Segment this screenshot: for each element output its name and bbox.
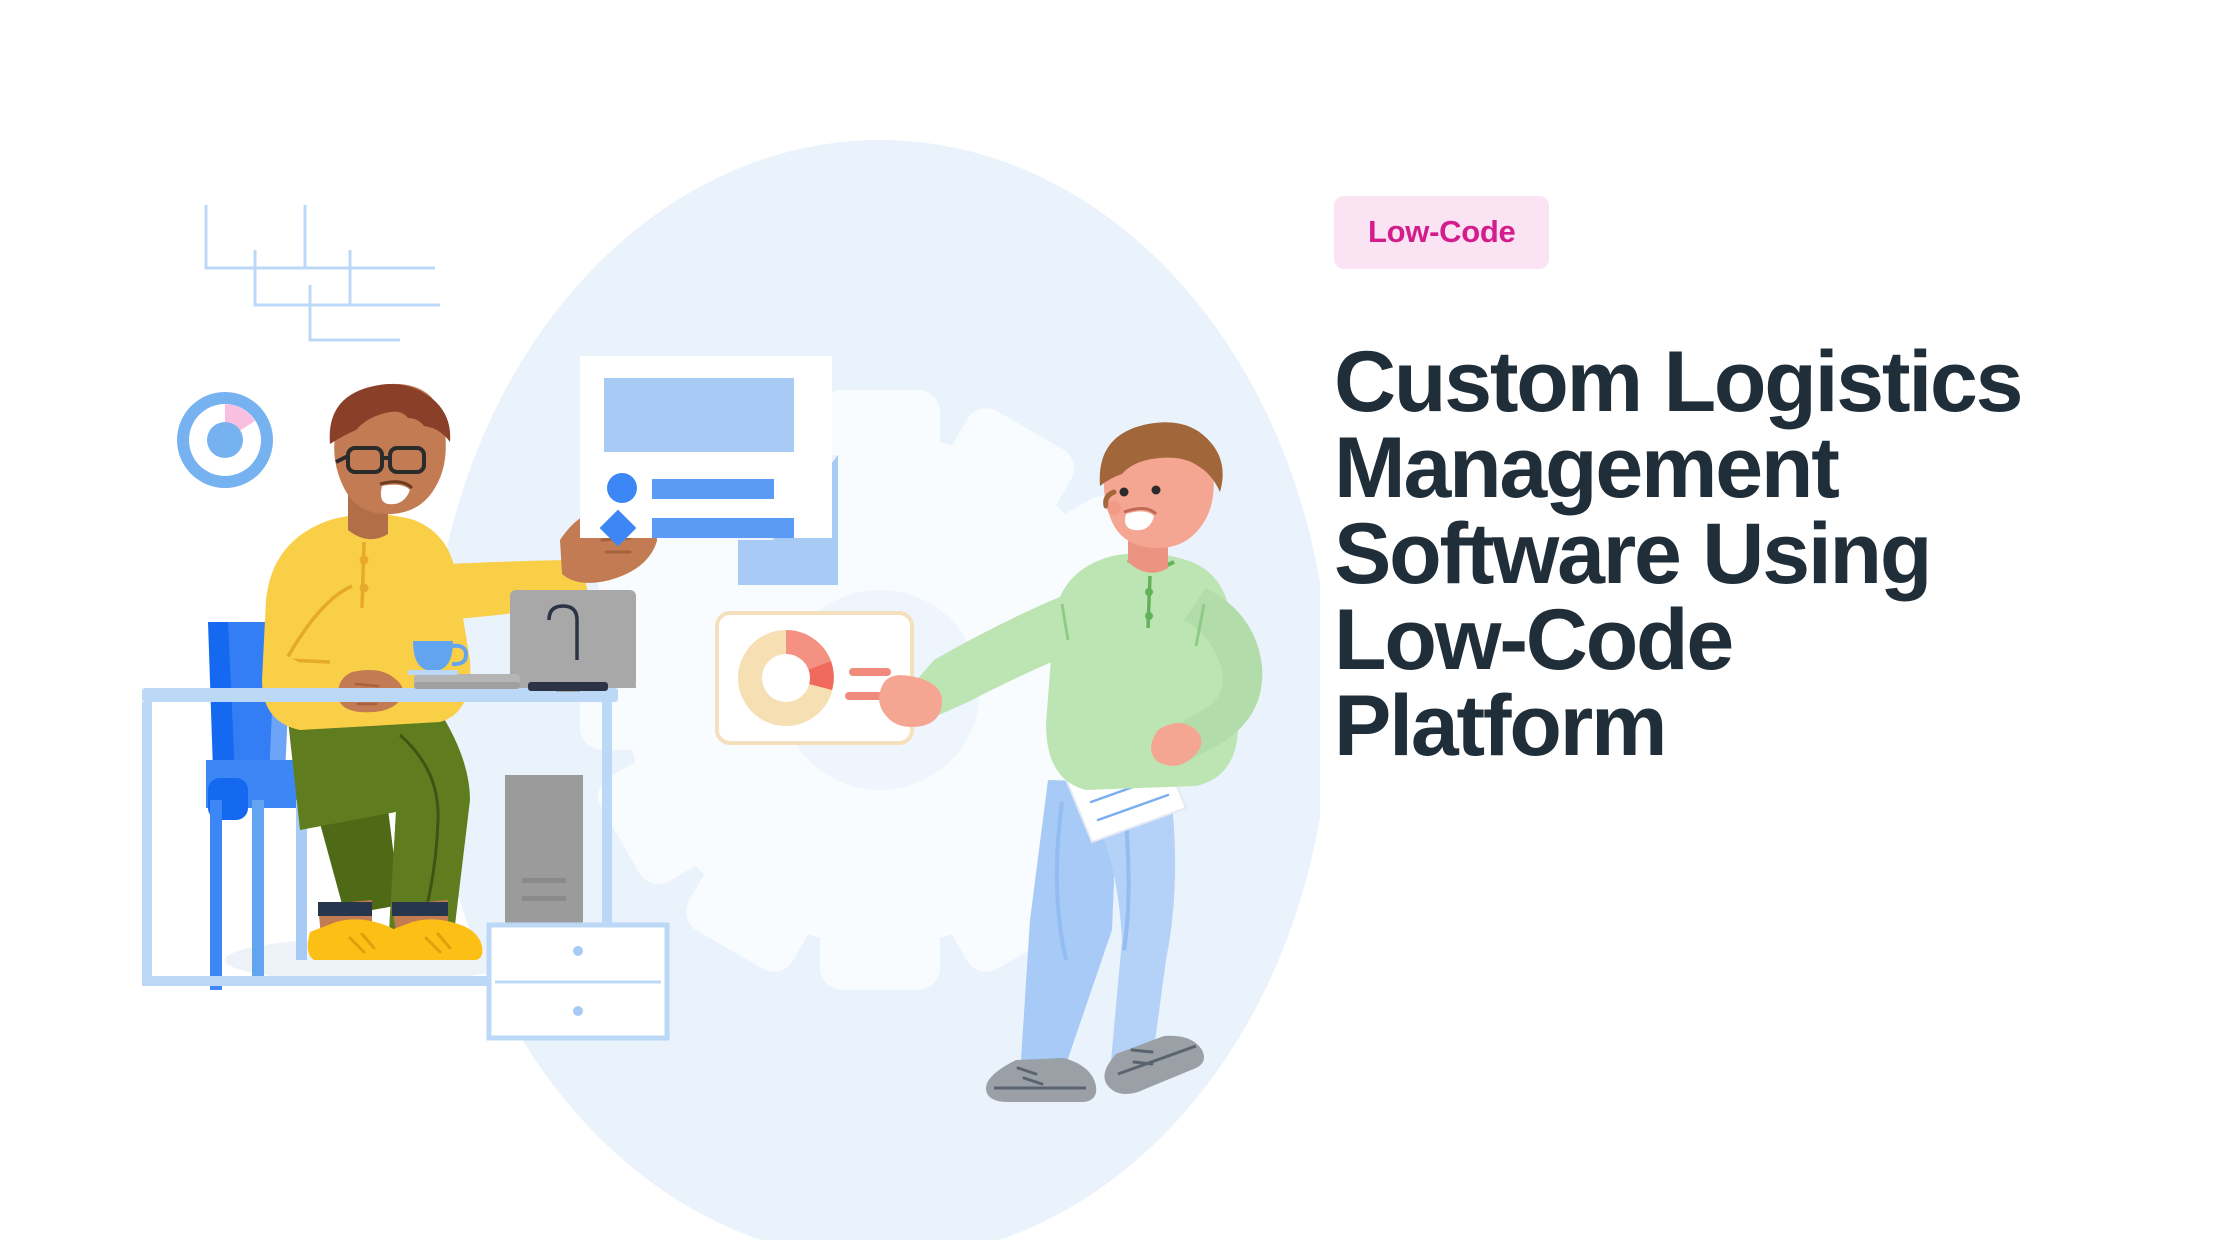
category-badge[interactable]: Low-Code xyxy=(1334,196,1550,269)
donut-chart-card xyxy=(715,611,914,745)
standing-person xyxy=(879,422,1263,1102)
hero-text-column: Low-Code Custom Logistics Management Sof… xyxy=(1320,0,2216,769)
drawer-unit xyxy=(486,922,670,1041)
illustration-canvas xyxy=(142,140,1320,1240)
monitor xyxy=(510,590,636,692)
page-title: Custom Logistics Management Software Usi… xyxy=(1334,334,2024,774)
list-card xyxy=(580,356,832,547)
legend-bar-1 xyxy=(849,668,891,676)
stair-lines-decoration xyxy=(204,205,440,342)
hero-illustration xyxy=(142,140,1320,1240)
keyboard xyxy=(414,674,520,689)
seated-person xyxy=(262,383,657,960)
coffee-cup xyxy=(408,641,469,675)
donut-chart xyxy=(738,629,834,726)
donut-badge-icon xyxy=(177,392,273,488)
desk xyxy=(142,688,618,986)
